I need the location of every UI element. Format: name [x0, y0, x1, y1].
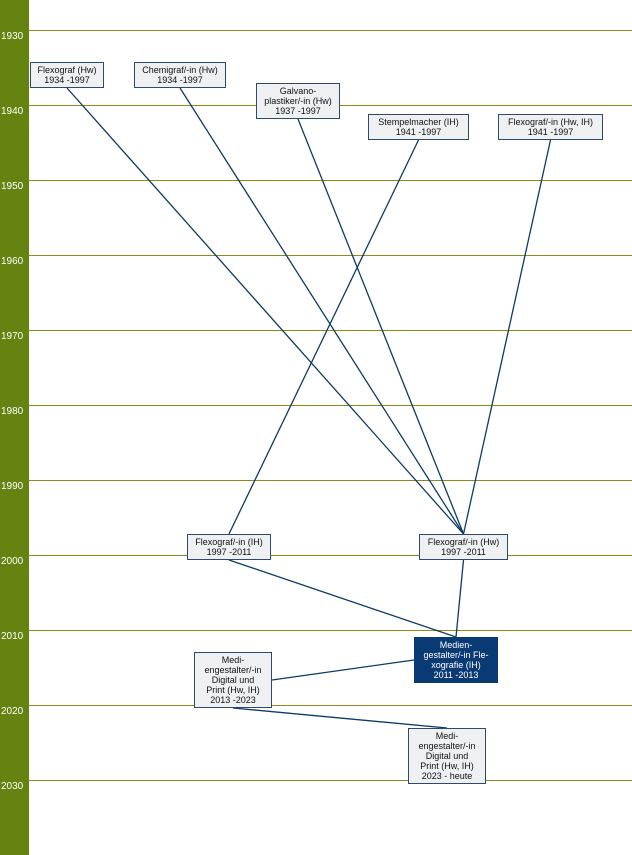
connection-flexograf-hw-1934-to-flexograf-hw-1997 [66, 87, 464, 535]
connection-mediengestalter-digital-print-2013-to-mediengestalter-digital-print-2023 [232, 707, 448, 729]
profession-period: 1934 -1997 [44, 75, 90, 85]
profession-period: 2013 -2023 [210, 695, 256, 705]
year-label-1940: 1940 [1, 106, 24, 117]
profession-period: 1997 -2011 [441, 547, 486, 557]
profession-name-line: Print (Hw, IH) [206, 685, 260, 695]
year-label-2030: 2030 [1, 781, 24, 792]
year-label-2000: 2000 [1, 556, 24, 567]
profession-node-flexograf-hw-1997[interactable]: Flexograf/-in (Hw)1997 -2011 [419, 534, 508, 560]
timeline-axis: 1930 1940 1950 1960 1970 1980 1990 2000 2010 2020… [0, 0, 29, 855]
profession-name-line: Stempelmacher (IH) [378, 117, 459, 127]
gridline-1990 [29, 480, 632, 481]
gridline-2000 [29, 555, 632, 556]
gridline-1960 [29, 255, 632, 256]
profession-name-line: Medi- [435, 731, 459, 741]
profession-period: 1997 -2011 [206, 547, 252, 557]
gridline-1950 [29, 180, 632, 181]
profession-period: 1934 -1997 [157, 75, 203, 85]
profession-period: 1941 -1997 [527, 127, 574, 137]
connection-flexograf-hw-ih-1941-to-flexograf-hw-1997 [462, 139, 552, 535]
profession-name-line: Flexograf/-in (Hw) [427, 537, 500, 547]
profession-period: 2011 -2013 [433, 670, 479, 680]
year-label-2020: 2020 [1, 706, 24, 717]
profession-node-galvanoplastiker-hw-1937[interactable]: Galvano-plastiker/-in (Hw)1937 -1997 [256, 83, 340, 119]
year-label-1980: 1980 [1, 406, 24, 417]
gridline-1980 [29, 405, 632, 406]
profession-name-line: Galvano- [279, 86, 317, 96]
gridline-2010 [29, 630, 632, 631]
profession-name-line: Flexograf (Hw) [37, 65, 97, 75]
profession-node-mediengestalter-flexografie-2011[interactable]: Medien-gestalter/-in Fle-xografie (IH)20… [414, 637, 498, 683]
connection-chemigraf-hw-1934-to-flexograf-hw-1997 [179, 87, 465, 535]
connection-flexograf-hw-1997-to-mediengestalter-flexografie-2011 [455, 559, 465, 638]
profession-name-line: plastiker/-in (Hw) [264, 96, 332, 106]
profession-name-line: Medien- [439, 640, 473, 650]
profession-node-chemigraf-hw-1934[interactable]: Chemigraf/-in (Hw)1934 -1997 [134, 62, 226, 88]
profession-node-flexograf-hw-ih-1941[interactable]: Flexograf/-in (Hw, IH)1941 -1997 [498, 114, 603, 140]
connection-galvanoplastiker-hw-1937-to-flexograf-hw-1997 [297, 118, 465, 535]
year-label-2010: 2010 [1, 631, 24, 642]
profession-name-line: Flexograf/-in (Hw, IH) [507, 117, 594, 127]
profession-period: 2023 - heute [421, 771, 473, 781]
gridline-2030 [29, 780, 632, 781]
profession-name-line: Chemigraf/-in (Hw) [142, 65, 218, 75]
profession-name-line: Medi- [221, 655, 245, 665]
profession-name-line: xografie (IH) [431, 660, 481, 670]
profession-name-line: engestalter/-in [204, 665, 262, 675]
profession-name-line: gestalter/-in Fle- [423, 650, 489, 660]
profession-node-stempelmacher-ih-1941[interactable]: Stempelmacher (IH)1941 -1997 [368, 114, 469, 140]
year-label-1950: 1950 [1, 181, 24, 192]
profession-name-line: Digital und [425, 751, 469, 761]
connection-stempelmacher-ih-1941-to-flexograf-ih-1997 [228, 139, 420, 535]
profession-name-line: Print (Hw, IH) [420, 761, 474, 771]
profession-name-line: engestalter/-in [418, 741, 476, 751]
year-label-1970: 1970 [1, 331, 24, 342]
gridline-1970 [29, 330, 632, 331]
gridline-1930 [29, 30, 632, 31]
profession-name-line: Digital und [211, 675, 255, 685]
year-label-1990: 1990 [1, 481, 24, 492]
connection-mediengestalter-digital-print-2013-to-mediengestalter-flexografie-2011 [271, 659, 415, 681]
year-label-1930: 1930 [1, 31, 24, 42]
year-label-1960: 1960 [1, 256, 24, 267]
profession-period: 1941 -1997 [395, 127, 442, 137]
connection-flexograf-ih-1997-to-mediengestalter-flexografie-2011 [228, 559, 457, 638]
gridline-2020 [29, 705, 632, 706]
profession-node-flexograf-hw-1934[interactable]: Flexograf (Hw)1934 -1997 [30, 62, 104, 88]
profession-name-line: Flexograf/-in (IH) [195, 537, 263, 547]
profession-period: 1937 -1997 [275, 106, 321, 116]
profession-node-flexograf-ih-1997[interactable]: Flexograf/-in (IH)1997 -2011 [187, 534, 271, 560]
